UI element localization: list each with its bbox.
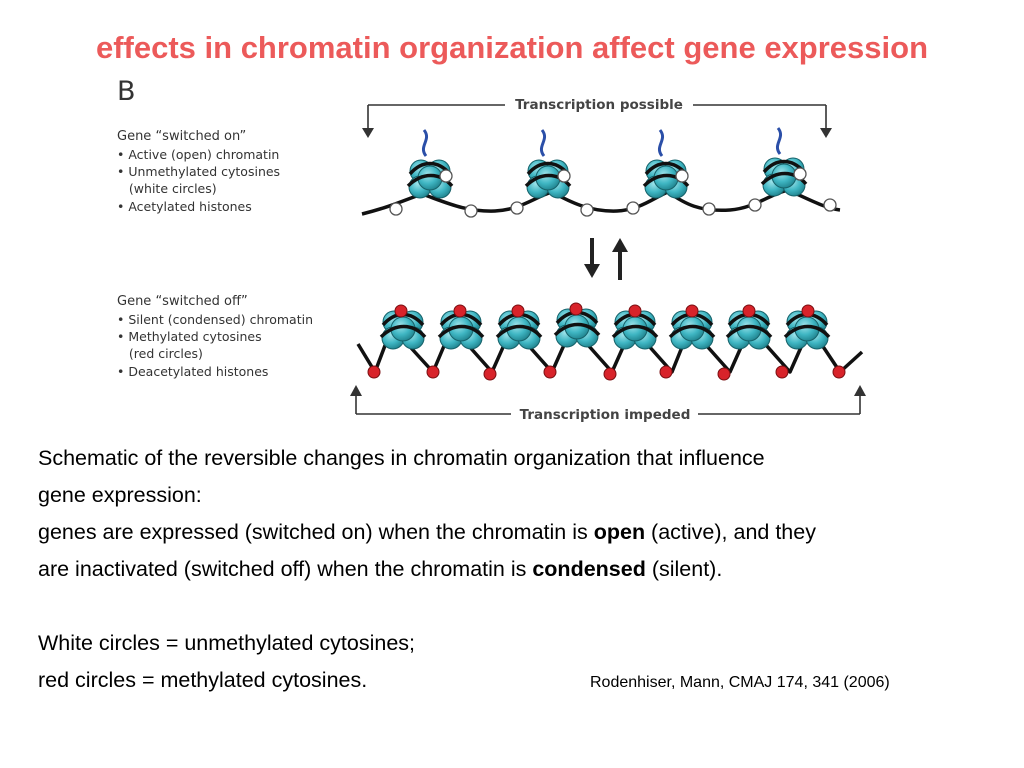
caption-line: red circles = methylated cytosines. xyxy=(38,668,368,692)
methylated-cytosine xyxy=(367,365,381,379)
caption-line: are inactivated (switched off) when the … xyxy=(38,551,988,588)
arrow-down-icon xyxy=(584,264,600,278)
switched-off-item: (red circles) xyxy=(117,346,203,361)
methylated-cytosine xyxy=(511,304,525,318)
switched-off-heading: Gene “switched off” xyxy=(117,294,248,309)
methylated-cytosine xyxy=(742,304,756,318)
unmethylated-cytosine xyxy=(464,204,478,218)
switched-on-heading: Gene “switched on” xyxy=(117,129,246,144)
acetyl-tail-icon xyxy=(657,129,665,157)
methylated-cytosine xyxy=(685,304,699,318)
acetyl-tail-icon xyxy=(775,127,783,155)
methylated-cytosine xyxy=(426,365,440,379)
unmethylated-cytosine xyxy=(439,169,453,183)
panel-label: B xyxy=(117,76,136,107)
methylated-cytosine xyxy=(659,365,673,379)
chromatin-diagram: B Gene “switched on” • Active (open) chr… xyxy=(117,76,866,423)
caption-emphasis-open: open xyxy=(593,520,646,544)
caption-line: Schematic of the reversible changes in c… xyxy=(38,446,765,470)
unmethylated-cytosine xyxy=(510,201,524,215)
caption-spacer xyxy=(38,588,988,625)
arrow-up-icon xyxy=(612,238,628,252)
arrow-up-icon xyxy=(350,385,362,396)
unmethylated-cytosine xyxy=(557,169,571,183)
acetyl-tail-icon xyxy=(421,129,429,157)
unmethylated-cytosine xyxy=(389,202,403,216)
methylated-cytosine xyxy=(801,304,815,318)
switched-off-item: • Silent (condensed) chromatin xyxy=(117,312,313,327)
nucleosome-open-4 xyxy=(760,127,808,198)
acetyl-tail-icon xyxy=(539,129,547,157)
methylated-cytosine xyxy=(717,367,731,381)
methylated-cytosine xyxy=(394,304,408,318)
arrow-down-icon xyxy=(820,128,832,138)
caption-text: genes are expressed (switched on) when t… xyxy=(38,520,594,544)
switched-on-item: (white circles) xyxy=(117,181,217,196)
methylated-cytosine xyxy=(453,304,467,318)
caption-text: are inactivated (switched off) when the … xyxy=(38,557,533,581)
caption-emphasis-condensed: condensed xyxy=(532,557,646,581)
transcription-impeded-label: Transcription impeded xyxy=(520,407,691,423)
open-dna-strand xyxy=(361,188,841,216)
caption-text: (silent). xyxy=(645,557,723,581)
methylated-cytosine xyxy=(832,365,846,379)
switched-on-item: • Unmethylated cytosines xyxy=(117,164,280,179)
unmethylated-cytosine xyxy=(702,202,716,216)
switched-on-item: • Active (open) chromatin xyxy=(117,147,279,162)
switched-on-item: • Acetylated histones xyxy=(117,199,252,214)
nucleosome-open-2 xyxy=(524,129,572,200)
nucleosome-open-3 xyxy=(642,129,690,200)
slide-title: effects in chromatin organization affect… xyxy=(95,30,929,65)
transcription-possible-label: Transcription possible xyxy=(515,97,683,113)
methylated-cytosine xyxy=(628,304,642,318)
methylated-cytosine xyxy=(775,365,789,379)
switched-off-item: • Deacetylated histones xyxy=(117,364,268,379)
methylated-cytosine xyxy=(483,367,497,381)
unmethylated-cytosine xyxy=(580,203,594,217)
methylated-cytosine xyxy=(603,367,617,381)
methylated-cytosine xyxy=(543,365,557,379)
caption-line: genes are expressed (switched on) when t… xyxy=(38,514,988,551)
transcription-impeded-bracket xyxy=(350,385,866,415)
switched-off-item: • Methylated cytosines xyxy=(117,329,262,344)
unmethylated-cytosine xyxy=(823,198,837,212)
unmethylated-cytosine xyxy=(675,169,689,183)
unmethylated-circles xyxy=(389,167,837,218)
caption: Schematic of the reversible changes in c… xyxy=(38,440,988,699)
methylated-cytosine xyxy=(569,302,583,316)
caption-line: White circles = unmethylated cytosines; xyxy=(38,631,416,655)
caption-text: (active), and they xyxy=(645,520,816,544)
methylated-circles xyxy=(367,302,846,381)
unmethylated-cytosine xyxy=(793,167,807,181)
arrow-up-icon xyxy=(854,385,866,396)
transcription-possible-bracket xyxy=(362,104,832,138)
reversible-arrows xyxy=(584,238,628,280)
unmethylated-cytosine xyxy=(626,201,640,215)
unmethylated-cytosine xyxy=(748,198,762,212)
citation: Rodenhiser, Mann, CMAJ 174, 341 (2006) xyxy=(590,674,890,691)
nucleosome-open-1 xyxy=(406,129,454,200)
arrow-down-icon xyxy=(362,128,374,138)
caption-line: gene expression: xyxy=(38,483,202,507)
